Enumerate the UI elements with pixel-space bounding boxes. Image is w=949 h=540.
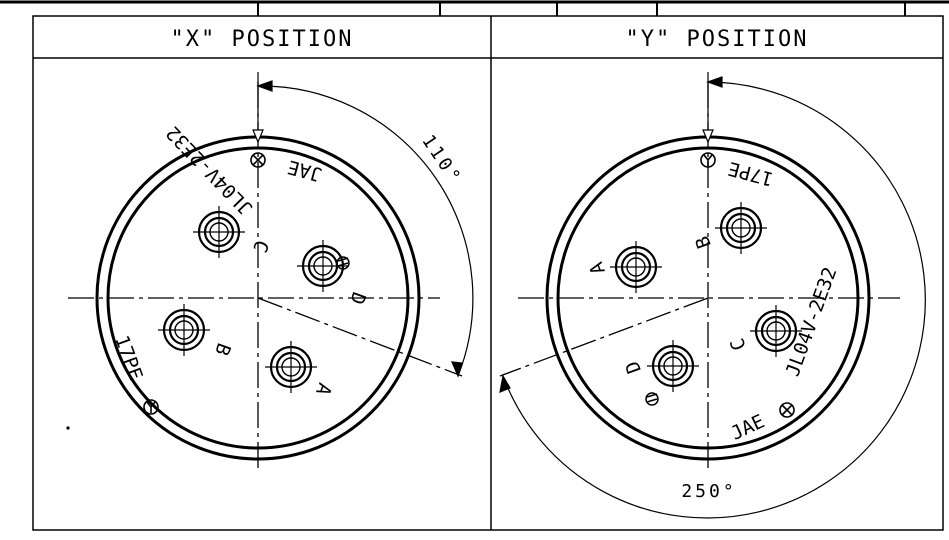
y-pin-label-A: A bbox=[585, 259, 610, 278]
x-y-mark-icon bbox=[143, 399, 159, 415]
y-center-lines bbox=[499, 82, 900, 470]
x-angle-label: 110° bbox=[417, 131, 465, 189]
x-contact-A bbox=[265, 341, 317, 393]
x-contact-B bbox=[158, 304, 210, 356]
y-pin-label-C: C bbox=[726, 335, 751, 353]
y-y-mark-icon bbox=[700, 152, 716, 168]
y-pin-label-B: B bbox=[691, 233, 716, 251]
y-part-number: JL04V-2E32 bbox=[782, 264, 842, 379]
x-center-lines bbox=[68, 82, 463, 470]
x-key-mark-icon bbox=[250, 152, 266, 168]
y-angle-label: 250° bbox=[681, 481, 736, 502]
y-position-view: 250° bbox=[499, 72, 926, 519]
y-position-title: "Y" POSITION bbox=[626, 27, 809, 52]
y-rotation-arc bbox=[499, 72, 926, 519]
y-ground-icon bbox=[645, 392, 659, 406]
x-contact-C bbox=[193, 206, 245, 258]
x-position-view: 110° bbox=[68, 72, 474, 470]
y-contact-D bbox=[647, 340, 699, 392]
x-rotation-arc bbox=[252, 72, 474, 378]
y-contact-B bbox=[715, 202, 767, 254]
x-pin-label-A: A bbox=[311, 380, 336, 399]
y-pin-label-D: D bbox=[621, 358, 646, 376]
x-contact-D bbox=[297, 240, 349, 292]
x-pin-label-B: B bbox=[210, 340, 235, 358]
y-contact-A bbox=[610, 241, 662, 293]
x-pin-label-C: C bbox=[248, 237, 273, 255]
x-pin-label-D: D bbox=[345, 289, 370, 307]
y-contact-C bbox=[750, 305, 802, 357]
y-maker-label: JAE bbox=[728, 410, 768, 444]
x-position-title: "X" POSITION bbox=[171, 27, 354, 52]
y-key-mark-icon bbox=[779, 402, 795, 418]
stray-dot bbox=[66, 426, 70, 430]
